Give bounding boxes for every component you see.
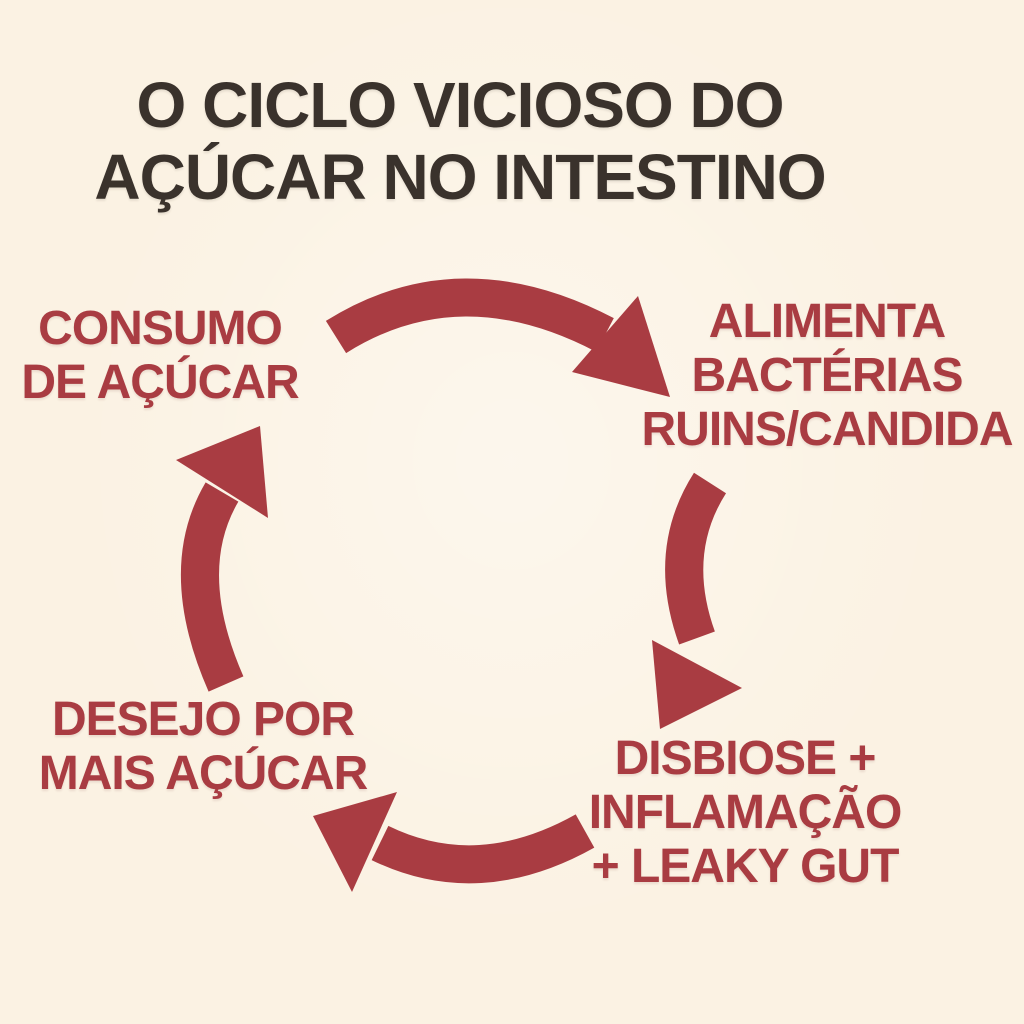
node-line: ALIMENTA [708, 295, 946, 348]
node-line: RUINS/CANDIDA [641, 403, 1014, 456]
node-line: INFLAMAÇÃO [588, 786, 903, 839]
cycle-node-desejo-por-mais-acucar: DESEJO POR MAIS AÇÚCAR [18, 693, 388, 801]
node-line: CONSUMO [38, 302, 283, 355]
cycle-node-disbiose-inflamacao: DISBIOSE + INFLAMAÇÃO + LEAKY GUT [557, 732, 933, 894]
node-line: MAIS AÇÚCAR [38, 747, 369, 800]
cycle-node-consumo-de-acucar: CONSUMO DE AÇÚCAR [8, 302, 312, 410]
node-line: DISBIOSE + [614, 732, 877, 785]
title-line: AÇÚCAR NO INTESTINO [94, 141, 826, 213]
node-line: + LEAKY GUT [591, 840, 900, 893]
node-line: DE AÇÚCAR [21, 356, 299, 409]
cycle-node-alimenta-bacterias: ALIMENTA BACTÉRIAS RUINS/CANDIDA [630, 295, 1024, 457]
curved-arrow-icon-desejo-to-consumo [176, 426, 268, 692]
node-line: DESEJO POR [51, 693, 355, 746]
title-line: O CICLO VICIOSO DO [136, 69, 785, 141]
node-line: BACTÉRIAS [691, 349, 963, 402]
curved-arrow-icon-disbiose-to-desejo [313, 792, 595, 892]
curved-arrow-icon-alimenta-to-disbiose [652, 472, 742, 729]
page-title: O CICLO VICIOSO DO AÇÚCAR NO INTESTINO [20, 69, 900, 213]
curved-arrow-icon-consumo-to-alimenta [325, 278, 670, 397]
